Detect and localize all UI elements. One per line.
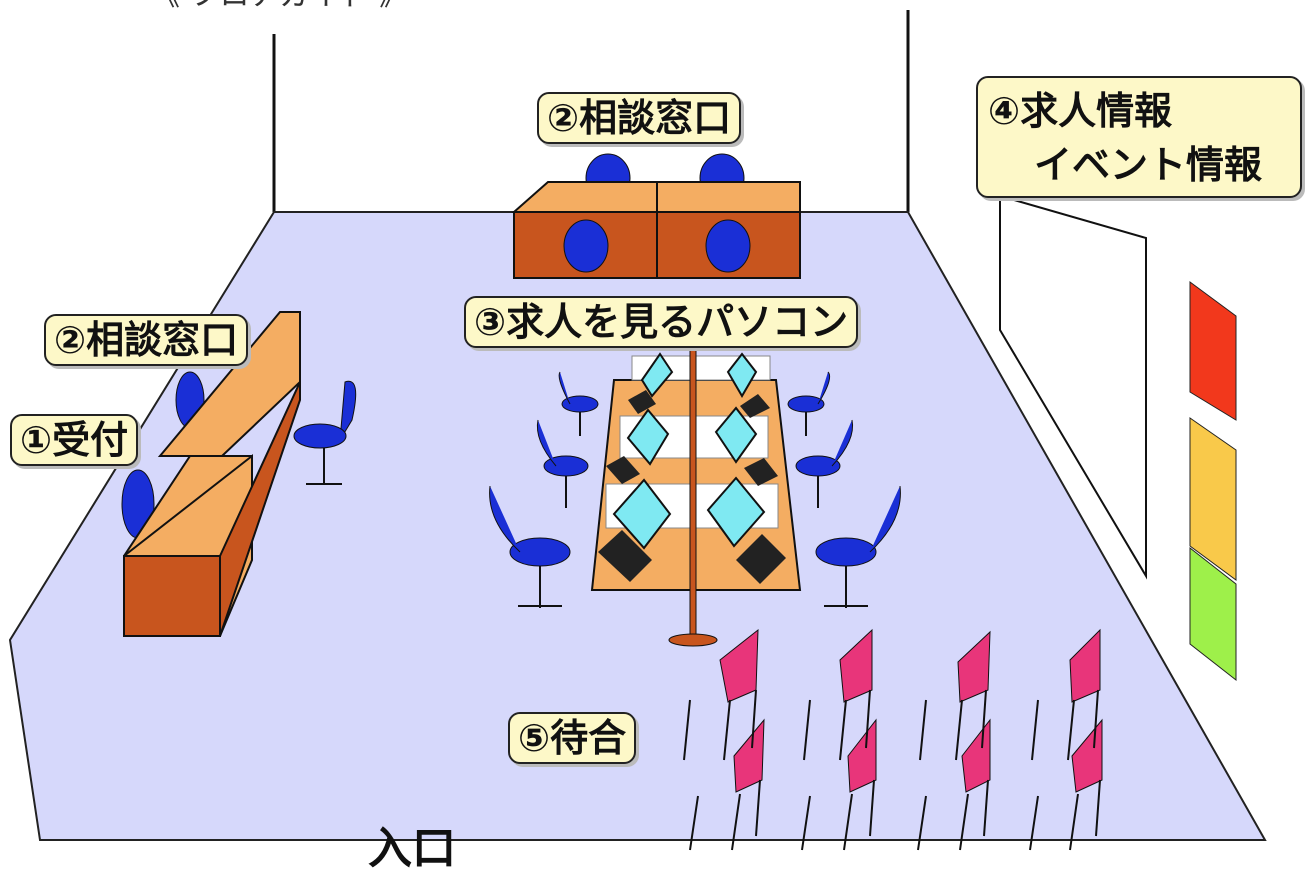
label-consult-left: ②相談窓口 [44, 314, 249, 366]
label-job-info-line1: ④求人情報 [988, 89, 1173, 133]
board-red [1189, 281, 1237, 421]
board-orange [1189, 417, 1237, 581]
monitor-1 [640, 352, 674, 398]
label-waiting: ⑤待合 [508, 712, 637, 764]
keyboard-6 [736, 534, 786, 584]
computer-table [590, 329, 802, 647]
label-job-info-line2: イベント情報 [1034, 143, 1263, 187]
keyboard-2 [740, 394, 770, 418]
monitor-2 [726, 352, 758, 398]
monitor-6 [706, 476, 766, 548]
label-job-info: ④求人情報 イベント情報 [976, 76, 1302, 198]
monitor-4 [714, 406, 758, 464]
reception-counter [121, 311, 301, 637]
monitor-3 [626, 408, 670, 466]
back-consultation-desks [511, 153, 801, 279]
label-reception: ①受付 [10, 414, 139, 466]
keyboard-4 [744, 458, 778, 486]
computer-chairs [489, 371, 901, 567]
chair-front-2 [705, 219, 751, 273]
waiting-chairs [719, 628, 1103, 793]
monitor-5 [612, 478, 672, 550]
chair-visitor [293, 380, 357, 485]
page-title: 《 フロアガイド 》 [150, 0, 409, 14]
label-computers: ③求人を見るパソコン [464, 296, 859, 348]
board-green [1189, 546, 1237, 682]
chair-front-1 [563, 219, 609, 273]
label-consult-back: ②相談窓口 [537, 92, 742, 144]
keyboard-3 [606, 456, 640, 484]
keyboard-5 [598, 530, 652, 582]
keyboard-1 [628, 390, 656, 414]
info-board [999, 194, 1237, 682]
label-entrance: 入口 [368, 823, 456, 874]
